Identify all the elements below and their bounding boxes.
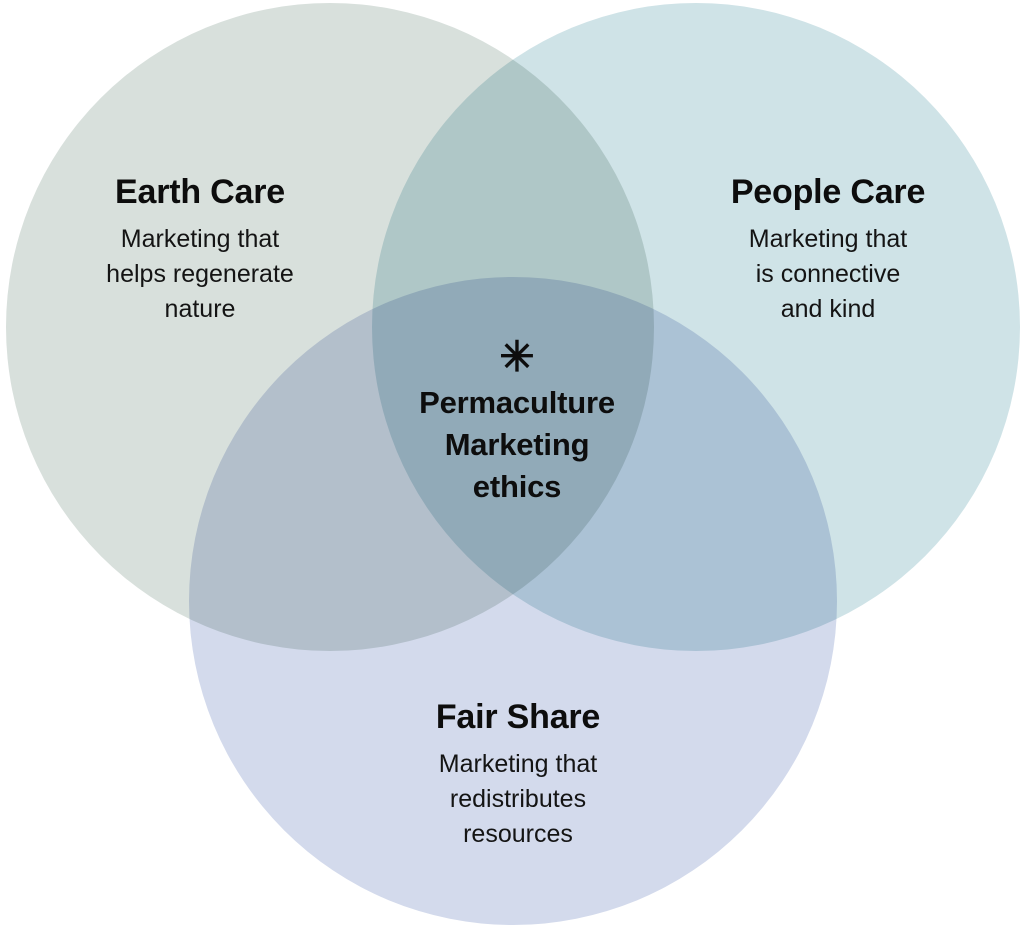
center-title: Permaculture Marketing ethics bbox=[341, 382, 693, 508]
fair-share-description-line-3: resources bbox=[463, 820, 573, 848]
center-title-line-1: Permaculture bbox=[419, 385, 615, 420]
earth-care-title: Earth Care bbox=[115, 173, 285, 211]
people-care-description: Marketing that is connective and kind bbox=[672, 222, 984, 327]
earth-care-description: Marketing that helps regenerate nature bbox=[44, 222, 356, 327]
venn-circle-fair-share[interactable] bbox=[189, 277, 837, 925]
earth-care-description-line-1: Marketing that bbox=[120, 225, 280, 253]
venn-label-earth-care: Earth Care Marketing that helps regenera… bbox=[44, 172, 356, 327]
venn-label-people-care: People Care Marketing that is connective… bbox=[672, 172, 984, 327]
fair-share-description-line-1: Marketing that bbox=[438, 750, 598, 778]
fair-share-title: Fair Share bbox=[435, 698, 601, 736]
center-title-line-2: Marketing bbox=[444, 427, 590, 462]
people-care-description-line-1: Marketing that bbox=[748, 225, 908, 253]
fair-share-description: Marketing that redistributes resources bbox=[362, 747, 674, 852]
fair-share-description-line-2: redistributes bbox=[449, 785, 587, 813]
venn-label-center-intersection: ✳ Permaculture Marketing ethics bbox=[341, 336, 693, 508]
earth-care-description-line-3: nature bbox=[164, 295, 236, 323]
people-care-title: People Care bbox=[730, 173, 926, 211]
people-care-description-line-3: and kind bbox=[780, 295, 876, 323]
people-care-description-line-2: is connective bbox=[755, 260, 901, 288]
asterisk-icon: ✳ bbox=[499, 333, 535, 380]
earth-care-description-line-2: helps regenerate bbox=[106, 260, 294, 288]
venn-label-fair-share: Fair Share Marketing that redistributes … bbox=[362, 697, 674, 852]
center-title-line-3: ethics bbox=[472, 469, 562, 504]
